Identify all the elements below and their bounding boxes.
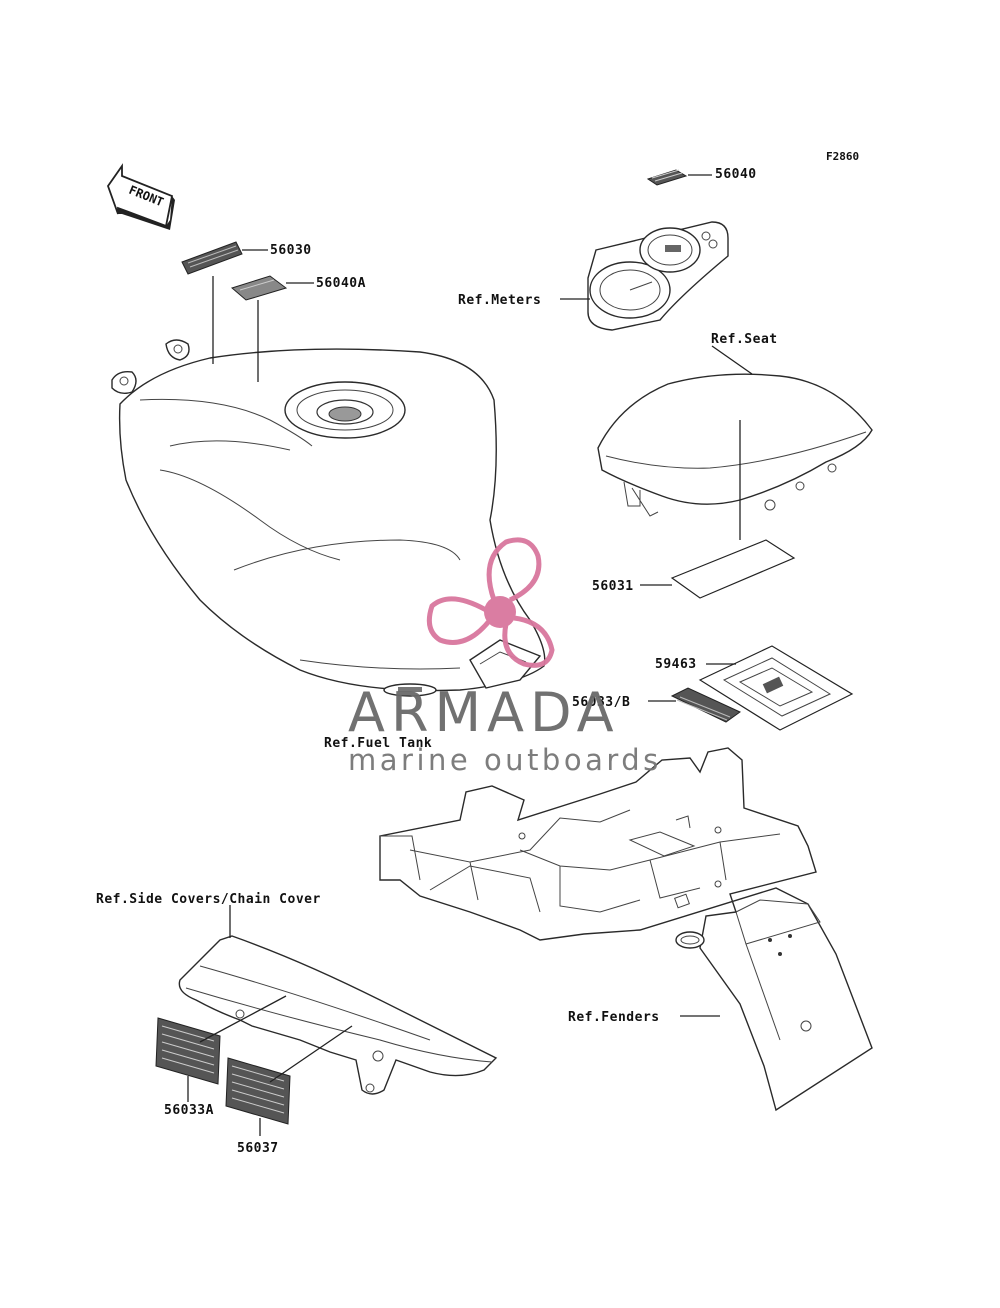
ref-fenders-label: Ref.Fenders: [568, 1010, 660, 1025]
label-56030: [181, 241, 268, 364]
label-56040a: [230, 275, 314, 382]
front-arrow-icon: FRONT: [106, 163, 175, 230]
label-56033b: [648, 687, 741, 723]
part-number-56033a: 56033A: [164, 1103, 214, 1118]
watermark-tagline: marine outboards: [348, 743, 662, 777]
label-56031: [640, 539, 796, 599]
chain-cover: [178, 905, 498, 1095]
fuel-tank: [111, 339, 546, 697]
propeller-logo-icon: [426, 537, 555, 668]
ref-meters-label: Ref.Meters: [458, 293, 541, 308]
part-number-56031: 56031: [592, 579, 634, 594]
watermark: ARMADA marine outboards: [348, 537, 662, 777]
label-56040: [646, 169, 712, 186]
ref-fuel-tank-label: Ref.Fuel Tank: [324, 736, 432, 751]
label-56033a: [155, 995, 287, 1102]
part-number-59463: 59463: [655, 657, 697, 672]
part-number-56040a: 56040A: [316, 276, 366, 291]
ref-side-covers-label: Ref.Side Covers/Chain Cover: [96, 892, 321, 907]
watermark-brand: ARMADA: [348, 681, 620, 744]
part-number-56040: 56040: [715, 167, 757, 182]
label-59463: [698, 645, 854, 731]
seat-assembly: [597, 345, 873, 540]
label-56037: [225, 1025, 353, 1136]
meters-assembly: [560, 221, 729, 331]
part-number-56030: 56030: [270, 243, 312, 258]
part-number-56033b: 56033/B: [572, 695, 630, 710]
figure-code: F2860: [826, 150, 859, 163]
fender-assembly: [379, 747, 873, 1112]
ref-seat-label: Ref.Seat: [711, 332, 778, 347]
part-number-56037: 56037: [237, 1141, 279, 1156]
